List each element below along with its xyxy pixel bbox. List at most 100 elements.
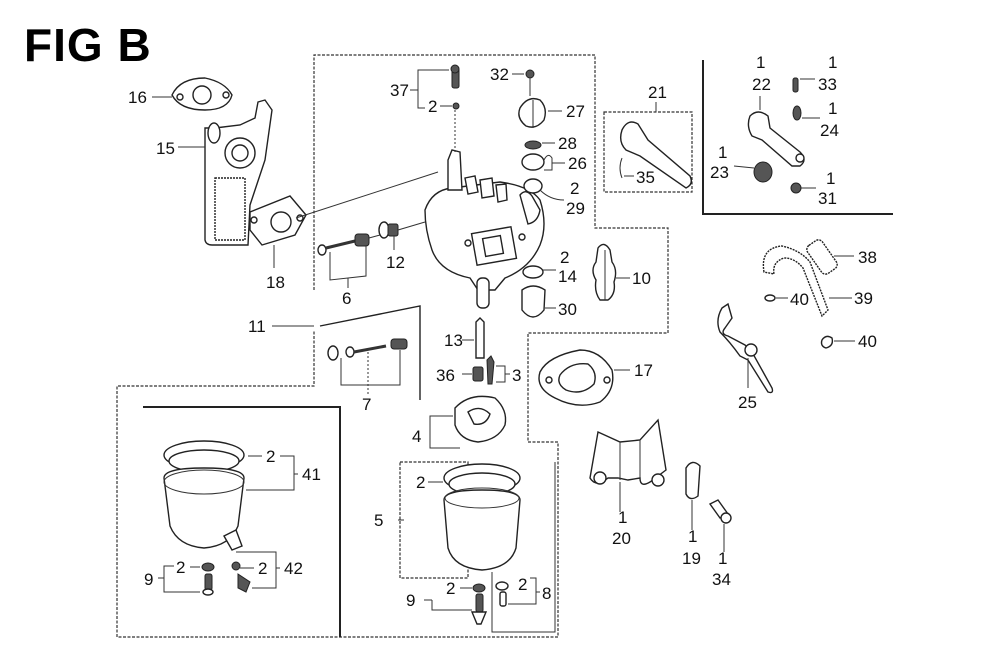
- callout-15: 15: [156, 139, 175, 158]
- callout-37-qty: 2: [428, 97, 437, 116]
- part-9a-drain-bolt: [158, 562, 215, 596]
- callout-33-qty: 1: [828, 53, 837, 72]
- callout-3: 3: [512, 366, 521, 385]
- part-24-washer: [792, 105, 820, 121]
- callout-25: 25: [738, 393, 757, 412]
- part-26-diaphragm: [521, 153, 565, 171]
- callout-35: 35: [636, 168, 655, 187]
- callout-31: 31: [818, 189, 837, 208]
- callout-30: 30: [558, 300, 577, 319]
- callout-42: 42: [284, 559, 303, 578]
- callout-13: 13: [444, 331, 463, 350]
- part-7-pilot-screw: [327, 338, 408, 395]
- part-36-nozzle: [462, 366, 484, 382]
- callout-34-qty: 1: [718, 549, 727, 568]
- part-37-screw: [417, 64, 460, 152]
- callout-38: 38: [858, 248, 877, 267]
- callout-5: 5: [374, 511, 383, 530]
- callout-23: 23: [710, 163, 729, 182]
- part-12-jet: [378, 221, 426, 250]
- part-30-float-valve: [521, 285, 556, 318]
- part-27-cover: [518, 97, 562, 128]
- callout-29: 29: [566, 199, 585, 218]
- lever-group-boundary: [702, 60, 893, 215]
- callout-4: 4: [412, 427, 421, 446]
- part-42-drain-screw: [231, 551, 280, 593]
- part-4-float: [429, 395, 507, 449]
- callout-34: 34: [712, 570, 731, 589]
- callout-21: 21: [648, 83, 667, 102]
- callout-26: 26: [568, 154, 587, 173]
- callout-12: 12: [386, 253, 405, 272]
- part-8-drain-screw: [491, 462, 556, 633]
- callout-9b-qty: 2: [446, 579, 455, 598]
- callout-11: 11: [248, 317, 266, 336]
- part-10-float: [592, 243, 630, 301]
- callout-24-qty: 1: [828, 99, 837, 118]
- callout-40b: 40: [858, 332, 877, 351]
- part-22-throttle-lever: [747, 96, 805, 167]
- callout-16: 16: [128, 88, 147, 107]
- callout-9a-qty: 2: [176, 558, 185, 577]
- callout-36: 36: [436, 366, 455, 385]
- callout-31-qty: 1: [826, 169, 835, 188]
- part-25-choke-rod: [717, 302, 774, 394]
- callout-27: 27: [566, 102, 585, 121]
- part-18-gasket: [249, 195, 307, 268]
- part-3-needle: [486, 355, 510, 385]
- part-9-drain-bolt: [424, 583, 488, 625]
- callout-33: 33: [818, 75, 837, 94]
- callout-22-qty: 1: [756, 53, 765, 72]
- callout-7: 7: [362, 395, 371, 414]
- part-6-screw-spring: [317, 233, 381, 288]
- part-40-clip-b: [820, 335, 855, 349]
- part-32-screw: [512, 69, 535, 96]
- part-28-spring: [524, 140, 555, 150]
- callout-41-qty: 2: [266, 447, 275, 466]
- part-34-screw: [708, 499, 732, 552]
- part-17-gasket: [538, 349, 630, 406]
- part-38-hose-clip: [806, 239, 854, 275]
- callout-5-qty: 2: [416, 473, 425, 492]
- carburetor-assembly-boundary: [116, 54, 669, 638]
- callout-39: 39: [854, 289, 873, 308]
- screw-7-boundary: [319, 305, 421, 400]
- callout-32: 32: [490, 65, 509, 84]
- callout-9b: 9: [406, 591, 415, 610]
- part-39-fuel-hose: [762, 245, 852, 318]
- callout-19: 19: [682, 549, 701, 568]
- part-20-bracket: [589, 418, 667, 512]
- callout-22: 22: [752, 75, 771, 94]
- callout-8: 8: [542, 584, 551, 603]
- callout-24: 24: [820, 121, 839, 140]
- callout-18: 18: [266, 273, 285, 292]
- part-41-float-bowl: [163, 440, 298, 551]
- part-35-clip: [619, 157, 634, 179]
- carburetor-body: [295, 149, 545, 309]
- callout-8-qty: 2: [518, 575, 527, 594]
- callout-10: 10: [632, 269, 651, 288]
- callout-17: 17: [634, 361, 653, 380]
- part-15-insulator: [178, 99, 273, 246]
- part-13-main-jet: [462, 317, 485, 359]
- callout-6: 6: [342, 289, 351, 308]
- callout-28: 28: [558, 134, 577, 153]
- part-19-clip: [685, 461, 701, 530]
- callout-40a: 40: [790, 290, 809, 309]
- lever-21-box: [603, 111, 693, 193]
- callout-14-qty: 2: [560, 248, 569, 267]
- callout-9a: 9: [144, 570, 153, 589]
- part-5-float-bowl: [398, 463, 521, 571]
- callout-29-qty: 2: [570, 179, 579, 198]
- part-29-ring: [523, 178, 565, 201]
- callout-14: 14: [558, 267, 577, 286]
- figure-title: FIG B: [24, 19, 152, 71]
- callout-41: 41: [302, 465, 321, 484]
- part-21-choke-lever: [619, 102, 693, 189]
- callout-20: 20: [612, 529, 631, 548]
- callout-20-qty: 1: [618, 508, 627, 527]
- float-bowl-alt-boundary: [143, 406, 341, 637]
- part-16-gasket: [152, 77, 233, 111]
- part-31-nut: [790, 182, 816, 194]
